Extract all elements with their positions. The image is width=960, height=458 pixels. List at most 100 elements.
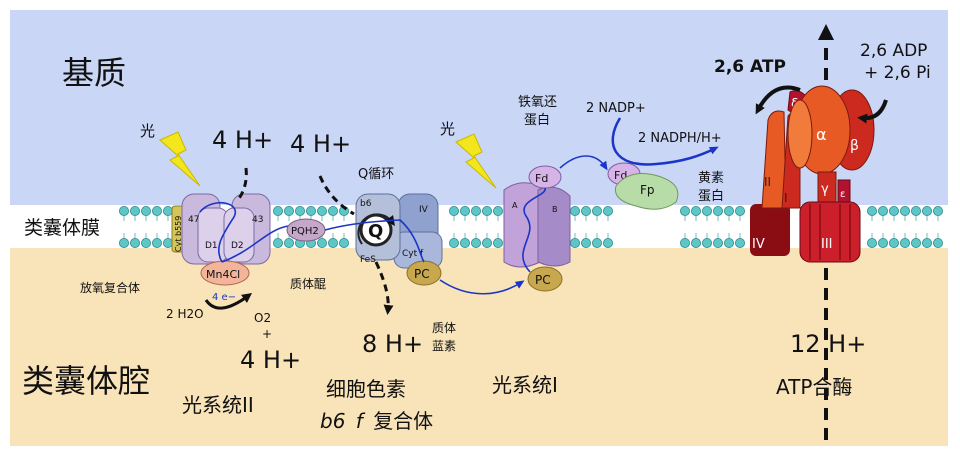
lipid-head [448,237,459,248]
atp-gamma-label: γ [821,182,829,197]
q-label: Q [368,221,383,242]
b6f-iv-label: IV [419,205,429,215]
lipid-head [151,205,162,216]
electron-path-pc-psi [439,279,525,295]
lipid-head [129,205,140,216]
psii-47-label: 47 [188,215,199,225]
membrane-label: 类囊体膜 [24,217,100,239]
oec-label: 放氧复合体 [80,280,140,295]
lipid-head [603,205,614,216]
ferredoxin-label-line1: 铁氧还 [518,95,557,110]
lipid-head [691,237,702,248]
lipid-head [592,237,603,248]
atp-i-label: I [784,191,788,205]
lipid-head [922,237,933,248]
lipid-head [492,237,503,248]
adp-label-line1: 2,6 ADP [860,41,927,61]
lipid-head [162,237,173,248]
lipid-head [878,205,889,216]
lipid-head [680,237,691,248]
psii-43-label: 43 [252,215,263,225]
atp-ii-label: II [764,175,771,189]
atp-epsilon-label: ε [840,189,845,200]
lipid-head [470,205,481,216]
lipid-head [922,205,933,216]
q-cycle-label: Q循环 [358,167,394,182]
photosystem-i: 光 A B Fd 铁氧还 蛋白 PC 光系统I [440,95,571,397]
lipid-head [272,205,283,216]
lipid-head [603,237,614,248]
fnr-fp-label: Fp [640,183,655,197]
psi-b-label: B [552,205,558,214]
lipid-head [581,205,592,216]
plastoquinone-label: 质体醌 [290,277,326,291]
lipid-head [283,205,294,216]
atp-iii-label: III [821,237,833,252]
lipid-head [151,237,162,248]
flavoprotein-label-line1: 黄素 [698,171,724,186]
b6f-stroma-protons: 4 H+ [290,130,351,158]
flavoprotein-label-line2: 蛋白 [698,188,724,204]
lipid-head [162,205,173,216]
lumen-region [10,248,948,446]
lipid-head [867,205,878,216]
light-label-2: 光 [440,120,455,138]
lipid-head [702,205,713,216]
cyt-b559-label: Cyt b559 [174,216,183,252]
lipid-head [713,205,724,216]
photosystem-ii: 光 Cyt b559 47 43 D1 D2 Mn4Cl 放氧复合体 4 e− … [80,122,301,417]
lipid-head [119,237,130,248]
psii-stroma-protons: 4 H+ [212,126,273,154]
lipid-head [119,205,130,216]
lipid-head [911,237,922,248]
lipid-head [305,205,316,216]
lipid-head [316,205,327,216]
adp-label-line2: + 2,6 Pi [864,63,931,83]
pqh2-label: PQH2 [291,226,319,237]
lipid-head [592,205,603,216]
atp-lumen-protons: 12 H+ [790,330,866,358]
b6f-title-line1: 细胞色素 [326,377,406,401]
psi-subunit-a [503,182,541,268]
lipid-head [581,237,592,248]
plastocyanin-label-line1: 质体 [432,321,456,335]
lipid-head [448,205,459,216]
lipid-head [878,237,889,248]
atp-release-arrow [755,85,801,115]
lipid-head [492,205,503,216]
lipid-head [470,237,481,248]
lipid-head [911,205,922,216]
lipid-head [294,205,305,216]
mn-cluster-label: Mn4Cl [206,268,240,281]
nadp-label: 2 NADP+ [586,101,646,116]
atp-alpha-label: α [816,125,827,144]
psi-title: 光系统I [492,373,558,397]
atp-iv-label: IV [752,237,765,252]
lipid-head [680,205,691,216]
lipid-head [570,237,581,248]
lumen-label: 类囊体腔 [22,362,150,400]
atp-subunit-alpha-left [787,99,813,169]
water-label: 2 H2O [166,307,204,321]
lipid-head [481,237,492,248]
b6f-title-rest: 复合体 [373,409,433,433]
atp-synthase-top-arrow [818,24,834,40]
oxygen-plus: + [262,327,272,341]
b6f-pc-label: PC [414,267,430,281]
plastoquinone: PQH2 质体醌 [286,218,326,291]
adp-input-arrow [857,99,888,124]
psi-fd-label: Fd [535,172,548,185]
plastocyanin-label-line2: 蓝素 [432,339,456,353]
lipid-head [735,205,746,216]
lipid-head [900,205,911,216]
lipid-head [889,237,900,248]
atp-subunit-iii-ring [799,201,861,263]
lipid-head [272,237,283,248]
b6f-lumen-proton-arrow [374,261,394,315]
psii-title: 光系统II [182,393,254,417]
lipid-head [735,237,746,248]
lipid-head [724,205,735,216]
nadph-label: 2 NADPH/H+ [638,131,722,146]
lipid-head [889,205,900,216]
ferredoxin-nadp-reductase: Fd Fp 黄素 蛋白 2 NADP+ 2 NADPH/H+ [559,101,724,210]
